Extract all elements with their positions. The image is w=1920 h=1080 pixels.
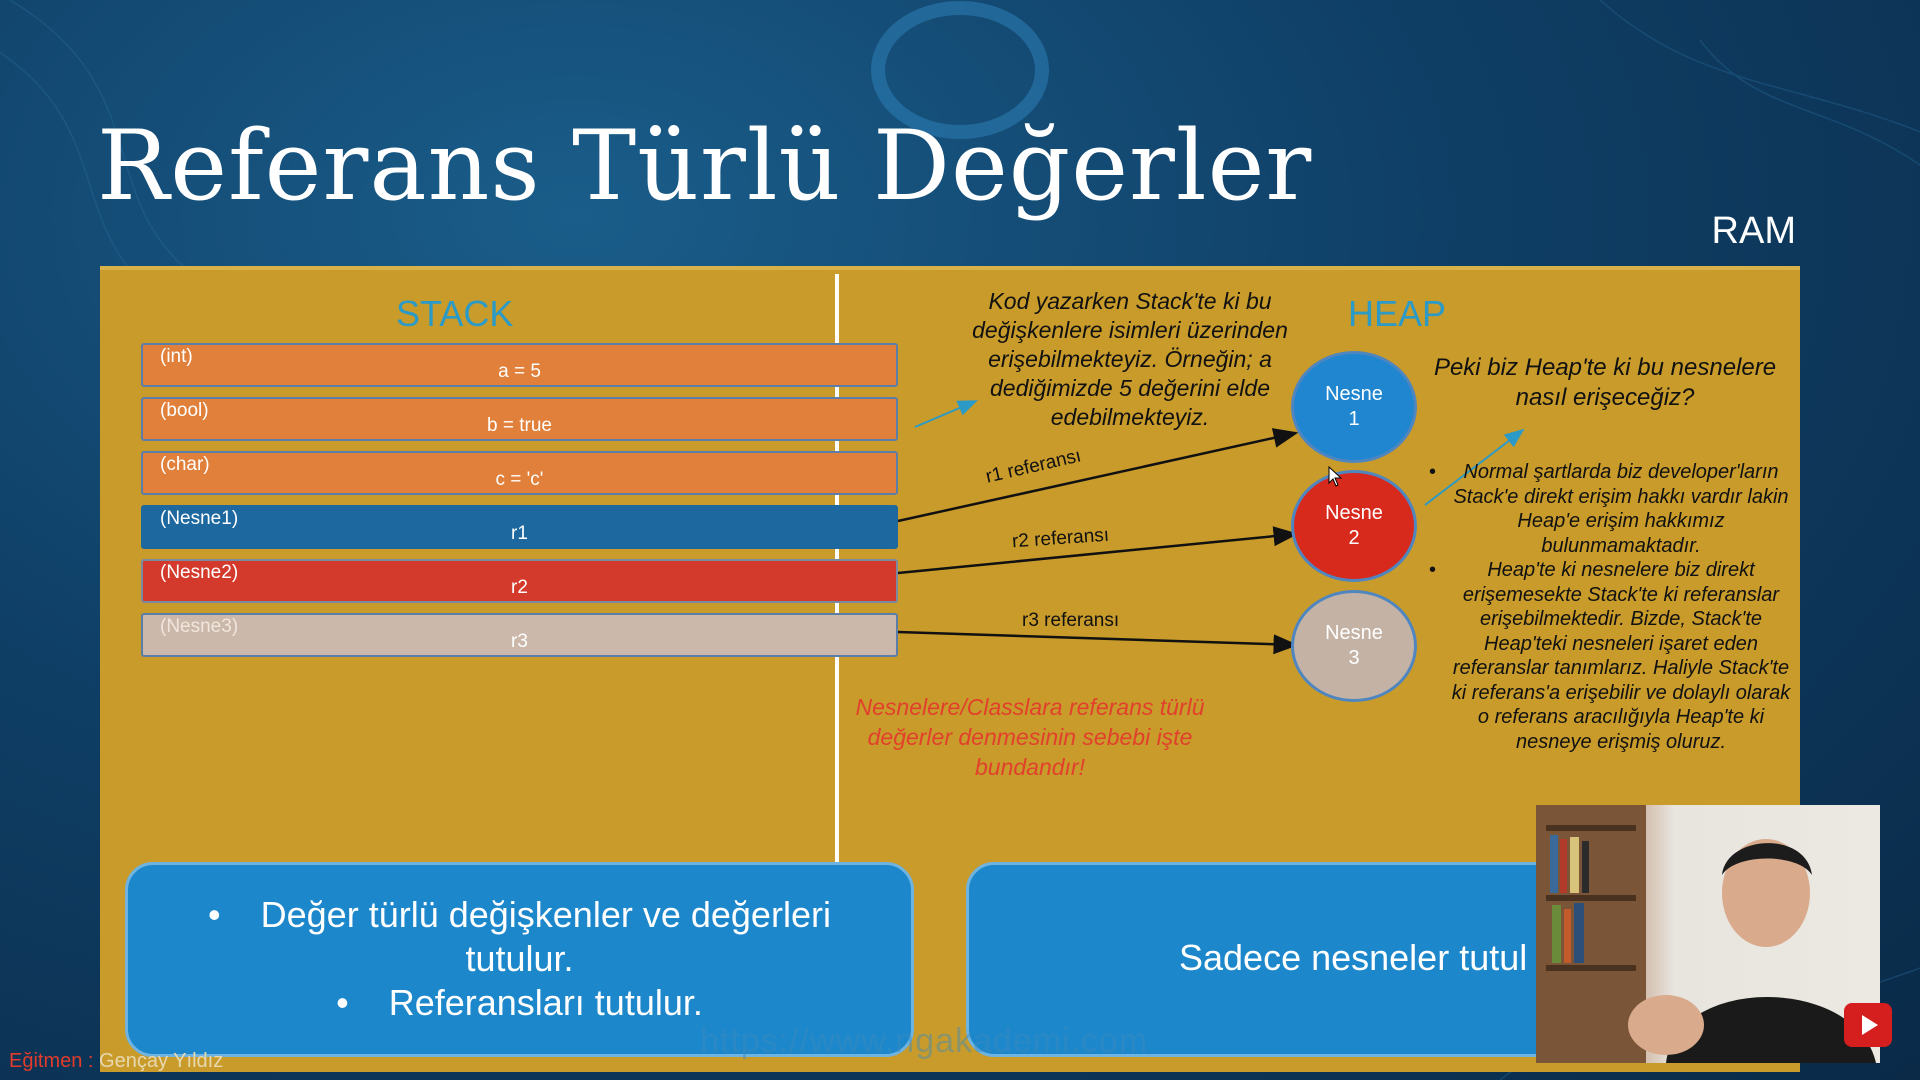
stack-list: (int) a = 5 (bool) b = true (char) c = '… xyxy=(141,343,898,667)
node-number: 2 xyxy=(1348,527,1360,549)
heap-explanation-list: Normal şartlarda biz developer'ların Sta… xyxy=(1425,460,1795,754)
reference-reason-note: Nesnelere/Classlara referans türlü değer… xyxy=(855,694,1205,780)
mouse-cursor-icon xyxy=(1328,466,1343,487)
node-number: 3 xyxy=(1348,647,1360,669)
instructor-credit: Eğitmen : Gençay Yıldız xyxy=(9,1050,223,1073)
stack-row-type: (int) xyxy=(160,346,193,367)
stack-row-nesne2: (Nesne2) r2 xyxy=(141,559,898,603)
heap-object-1: Nesne 1 xyxy=(1291,351,1417,463)
stack-heap-divider xyxy=(835,274,839,946)
slide-title: Referans Türlü Değerler xyxy=(97,110,1313,222)
stack-summary-item: Değer türlü değişkenler ve değerleri tut… xyxy=(168,893,871,981)
heap-object-2: Nesne 2 xyxy=(1291,470,1417,582)
stack-row-type: (char) xyxy=(160,454,210,475)
node-label: Nesne xyxy=(1325,622,1383,644)
heap-access-question: Peki biz Heap'te ki bu nesnelere nasıl e… xyxy=(1433,354,1777,411)
stack-summary-item: Referansları tutulur. xyxy=(168,981,871,1025)
heap-summary-text: Sadece nesneler tutul xyxy=(1179,937,1528,978)
heap-explanation-item: Normal şartlarda biz developer'ların Sta… xyxy=(1425,460,1795,558)
stack-summary-box: Değer türlü değişkenler ve değerleri tut… xyxy=(125,862,914,1057)
heap-explanation-item: Heap'te ki nesnelere biz direkt erişemes… xyxy=(1425,558,1795,754)
heap-object-3: Nesne 3 xyxy=(1291,590,1417,702)
stack-row-int: (int) a = 5 xyxy=(141,343,898,387)
heap-summary-box: Sadece nesneler tutul xyxy=(966,862,1566,1057)
stack-row-value: r2 xyxy=(511,577,528,598)
stack-row-value: r3 xyxy=(511,631,528,652)
ram-label: RAM xyxy=(1711,210,1796,252)
stack-row-type: (Nesne1) xyxy=(160,508,239,529)
node-number: 1 xyxy=(1348,408,1360,430)
stack-row-value: a = 5 xyxy=(498,361,541,382)
stack-row-value: b = true xyxy=(487,415,552,436)
heap-heading: HEAP xyxy=(1348,293,1447,334)
stack-row-value: c = 'c' xyxy=(495,469,544,490)
node-label: Nesne xyxy=(1325,383,1383,405)
url-watermark: https://www.ngakademi.com xyxy=(700,1022,1149,1060)
stack-row-nesne3: (Nesne3) r3 xyxy=(141,613,898,657)
stack-row-nesne1: (Nesne1) r1 xyxy=(141,505,898,549)
webcam-figure xyxy=(1536,805,1876,1063)
youtube-icon[interactable] xyxy=(1844,1003,1892,1047)
instructor-label: Eğitmen : xyxy=(9,1050,94,1072)
r3-reference-label: r3 referansı xyxy=(1022,610,1120,631)
node-label: Nesne xyxy=(1325,502,1383,524)
stack-row-type: (bool) xyxy=(160,400,209,421)
instructor-name: Gençay Yıldız xyxy=(99,1050,224,1072)
ngakademi-logo-icon xyxy=(871,1,1049,139)
stack-row-bool: (bool) b = true xyxy=(141,397,898,441)
stack-row-type: (Nesne3) xyxy=(160,616,239,637)
instructor-webcam-overlay xyxy=(1536,805,1880,1063)
stack-heading: STACK xyxy=(396,293,514,334)
stack-access-note: Kod yazarken Stack'te ki bu değişkenlere… xyxy=(972,288,1288,430)
stack-row-value: r1 xyxy=(511,523,528,544)
stack-row-type: (Nesne2) xyxy=(160,562,239,583)
stack-row-char: (char) c = 'c' xyxy=(141,451,898,495)
